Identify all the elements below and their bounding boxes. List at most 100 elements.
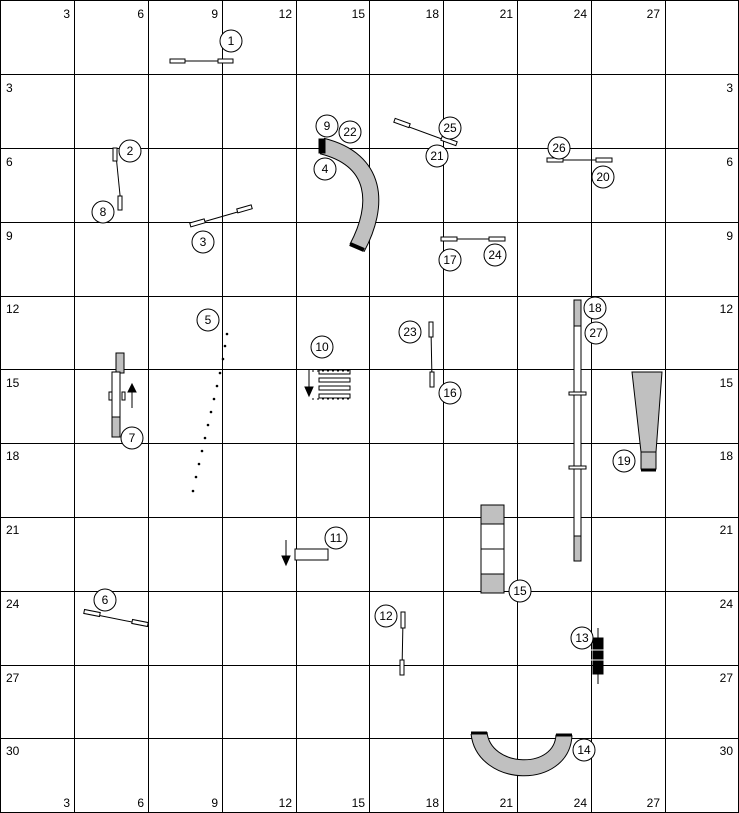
bottom-label: 21 [500,796,514,810]
top-label: 24 [574,7,588,21]
right-label: 15 [720,376,734,390]
obstacles [83,58,663,777]
number-marker: 21 [425,144,449,168]
number-label: 11 [330,531,343,545]
bottom-label: 27 [647,796,661,810]
number-label: 22 [343,125,357,139]
number-label: 17 [443,253,457,267]
bottom-label: 6 [137,796,144,810]
weave-poles [191,332,229,493]
right-label: 12 [720,302,734,316]
number-label: 12 [379,609,393,623]
right-label: 3 [726,81,733,95]
number-marker: 24 [483,243,507,267]
bottom-label: 18 [426,796,440,810]
number-label: 25 [443,121,457,135]
top-label: 9 [211,7,218,21]
number-marker: 7 [120,426,144,450]
panel-jump-obstacle [590,628,606,684]
number-label: 20 [596,170,610,184]
number-label: 15 [513,584,527,598]
number-marker: 23 [398,320,422,344]
bottom-label: 15 [352,796,366,810]
number-label: 13 [575,631,589,645]
right-label: 18 [720,449,734,463]
tunnel-obstacle [470,731,573,777]
dogwalk-obstacle [568,299,587,562]
number-label: 2 [127,144,134,158]
chute-tunnel-obstacle [631,371,663,472]
top-label: 15 [352,7,366,21]
top-label: 12 [279,7,293,21]
number-marker: 16 [438,381,462,405]
number-marker: 13 [570,626,594,650]
number-label: 3 [200,235,207,249]
number-marker: 22 [338,120,362,144]
number-marker: 1 [219,29,243,53]
number-label: 7 [129,431,136,445]
number-label: 16 [443,386,457,400]
number-marker: 5 [196,308,220,332]
teeter-obstacle [108,352,137,438]
number-marker: 12 [374,604,398,628]
broad-jump-obstacle [304,369,352,400]
left-label: 15 [6,376,20,390]
left-label: 21 [6,523,20,537]
right-label: 30 [720,744,734,758]
top-label: 27 [647,7,661,21]
number-label: 26 [552,141,566,155]
tunnel-obstacle [318,137,380,253]
number-marker: 11 [324,526,348,550]
table-obstacle [480,504,505,594]
left-label: 24 [6,597,20,611]
left-label: 27 [6,671,20,685]
number-label: 27 [589,326,603,340]
number-label: 14 [577,743,591,757]
right-label: 6 [726,155,733,169]
jump-obstacle [399,611,406,676]
jump-obstacle [112,147,123,211]
number-label: 9 [324,119,331,133]
top-label: 18 [426,7,440,21]
number-label: 24 [488,248,502,262]
number-marker: 27 [584,321,608,345]
left-label: 18 [6,449,20,463]
number-marker: 18 [583,296,607,320]
top-label: 3 [63,7,70,21]
number-label: 18 [588,301,602,315]
right-label: 9 [726,229,733,243]
number-marker: 6 [93,588,117,612]
number-marker: 26 [547,136,571,160]
number-label: 6 [102,593,109,607]
jump-obstacle [169,58,234,64]
top-axis-labels: 3 6 9 12 15 18 21 24 27 [63,7,660,21]
number-marker: 20 [591,165,615,189]
number-label: 19 [617,454,631,468]
bottom-axis-labels: 3 6 9 12 15 18 21 24 27 [63,796,660,810]
bottom-label: 9 [211,796,218,810]
left-label: 6 [6,155,13,169]
number-label: 4 [322,162,329,176]
number-label: 8 [100,205,107,219]
jump-obstacle [393,117,458,147]
number-marker: 4 [313,157,337,181]
number-marker: 3 [191,230,215,254]
number-label: 21 [430,149,444,163]
right-label: 24 [720,597,734,611]
right-label: 27 [720,671,734,685]
jump-obstacle [281,540,329,567]
left-label: 12 [6,302,20,316]
jump-obstacle [189,204,253,228]
number-marker: 17 [438,248,462,272]
bottom-label: 24 [574,796,588,810]
number-marker: 9 [315,114,339,138]
left-axis-labels: 3 6 9 12 15 18 21 24 27 30 [6,81,20,758]
number-marker: 25 [438,116,462,140]
number-marker: 2 [118,139,142,163]
top-label: 21 [500,7,514,21]
number-label: 10 [315,340,329,354]
number-marker: 15 [508,579,532,603]
right-axis-labels: 3 6 9 12 15 18 21 24 27 30 [720,81,734,758]
